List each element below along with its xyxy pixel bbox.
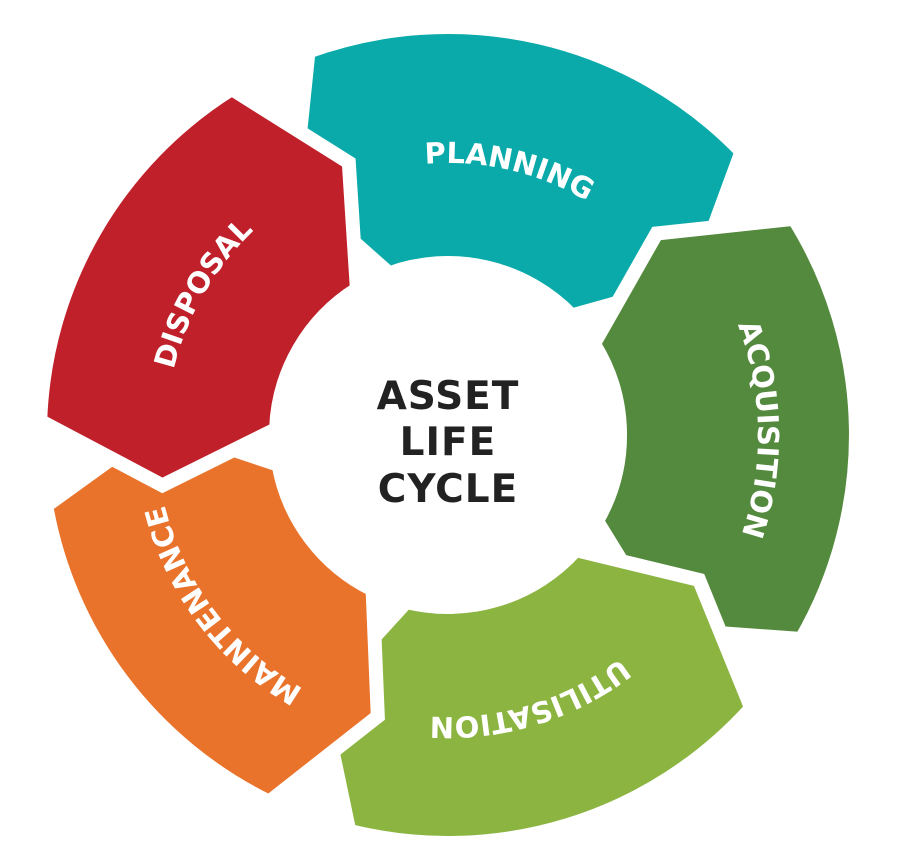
center-line-1: ASSET xyxy=(377,374,520,419)
center-line-2: LIFE xyxy=(400,420,497,465)
center-title: ASSET LIFE CYCLE xyxy=(377,374,520,512)
center-hub xyxy=(270,257,626,613)
center-line-3: CYCLE xyxy=(378,467,519,512)
